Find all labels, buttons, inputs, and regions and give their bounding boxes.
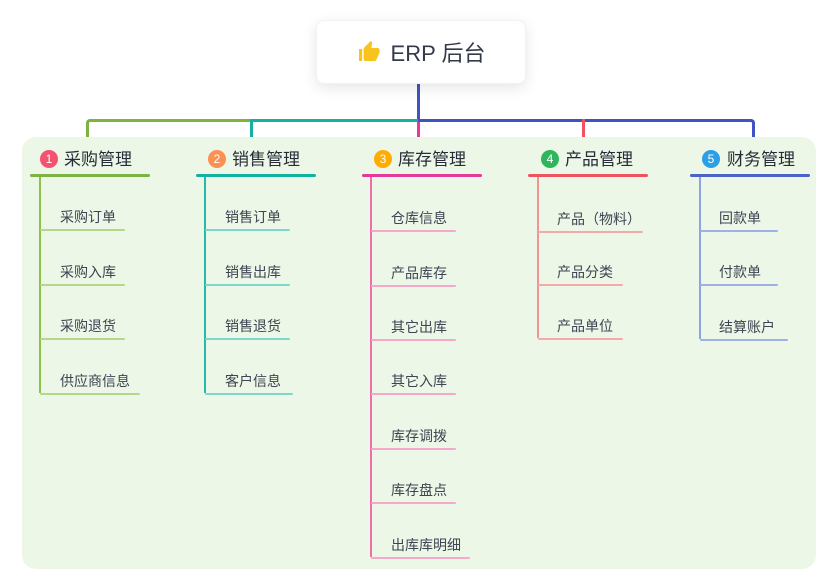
child-node-label[interactable]: 采购订单 [60,209,116,225]
child-underline [371,339,456,341]
child-underline [371,285,456,287]
branch-number-badge: 1 [40,150,58,168]
branch-trunk-line [370,177,372,557]
branch-underline [362,174,482,177]
child-underline [205,284,290,286]
child-underline [205,229,290,231]
child-node-label[interactable]: 其它出库 [391,319,447,335]
child-underline [205,393,293,395]
child-node-label[interactable]: 采购入库 [60,264,116,280]
child-node-label[interactable]: 产品库存 [391,265,447,281]
child-node-label[interactable]: 销售出库 [225,264,281,280]
branch-node-label[interactable]: 销售管理 [232,150,300,169]
root-node[interactable]: ERP 后台 [316,20,526,84]
child-node-label[interactable]: 结算账户 [719,319,775,335]
child-node-label[interactable]: 供应商信息 [60,373,130,389]
bus-line-green [86,119,255,149]
child-underline [371,502,456,504]
child-node-label[interactable]: 产品（物料） [557,211,641,227]
child-underline [205,338,290,340]
branch-number-badge: 3 [374,150,392,168]
child-underline [40,284,125,286]
bus-line-teal [250,119,421,149]
child-node-label[interactable]: 回款单 [719,210,761,226]
branch-trunk-line [699,177,701,339]
child-underline [40,338,125,340]
branch-number-badge: 2 [208,150,226,168]
child-underline [40,229,125,231]
child-underline [371,230,456,232]
thumbs-up-icon [357,40,381,64]
branch-node-label[interactable]: 产品管理 [565,150,633,169]
child-underline [371,393,456,395]
branch4-drop-line [582,119,585,145]
child-node-label[interactable]: 库存调拨 [391,428,447,444]
child-node-label[interactable]: 销售订单 [225,209,281,225]
branch-underline [528,174,648,177]
child-underline [700,230,778,232]
child-node-label[interactable]: 采购退货 [60,318,116,334]
branch-node-label[interactable]: 采购管理 [64,150,132,169]
child-node-label[interactable]: 销售退货 [225,318,281,334]
branch-underline [690,174,810,177]
child-underline [700,339,788,341]
bus-line-blue [418,119,755,149]
child-node-label[interactable]: 库存盘点 [391,482,447,498]
child-underline [538,338,623,340]
branch-underline [30,174,150,177]
child-node-label[interactable]: 产品单位 [557,318,613,334]
child-node-label[interactable]: 仓库信息 [391,210,447,226]
child-node-label[interactable]: 客户信息 [225,373,281,389]
branch-trunk-line [537,177,539,338]
child-node-label[interactable]: 出库库明细 [391,537,461,553]
child-underline [371,448,456,450]
branch-node-label[interactable]: 库存管理 [398,150,466,169]
child-node-label[interactable]: 其它入库 [391,373,447,389]
branch3-drop-line [417,122,420,144]
child-underline [538,284,623,286]
root-connector-line [417,82,420,121]
branch-number-badge: 4 [541,150,559,168]
branch-underline [196,174,316,177]
branch-number-badge: 5 [702,150,720,168]
child-underline [371,557,470,559]
child-node-label[interactable]: 产品分类 [557,264,613,280]
root-node-label: ERP 后台 [390,41,486,66]
child-node-label[interactable]: 付款单 [719,264,761,280]
branch-node-label[interactable]: 财务管理 [727,150,795,169]
child-underline [40,393,140,395]
child-underline [538,231,643,233]
child-underline [700,284,778,286]
branches-container [22,137,816,569]
